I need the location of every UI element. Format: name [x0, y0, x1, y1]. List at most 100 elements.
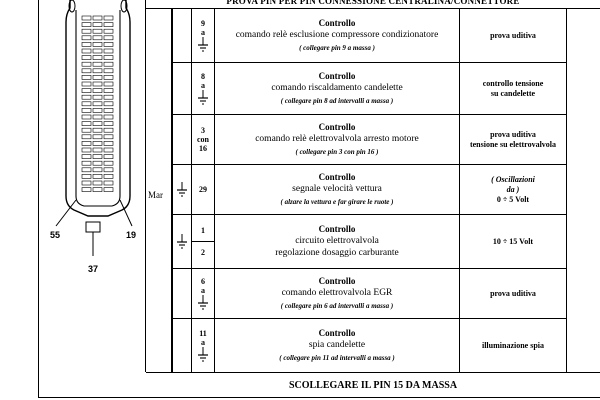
pin-number: a — [201, 285, 205, 295]
pin-label-37: 37 — [88, 264, 99, 274]
connector-pin — [92, 81, 103, 87]
control-description: comando relè esclusione compressore cond… — [235, 30, 439, 40]
footer-instruction: SCOLLEGARE IL PIN 15 DA MASSA — [146, 372, 600, 398]
mar-label: Mar — [148, 190, 163, 200]
ground-cell — [172, 214, 192, 269]
connector-pin — [103, 68, 114, 74]
connector-pin — [103, 147, 114, 153]
connector-pin — [103, 134, 114, 140]
connector-pin — [92, 35, 103, 41]
connector-pin — [92, 141, 103, 146]
pin-ground-icon — [198, 346, 208, 361]
connector-pin — [81, 42, 92, 47]
connector-pin — [103, 154, 114, 159]
connector-pin — [81, 147, 92, 153]
connector-pin — [81, 94, 92, 100]
control-description: comando riscaldamento candelette — [271, 83, 403, 93]
connector-diagram: 55 19 37 — [38, 0, 146, 372]
pin-number: 6 — [201, 276, 205, 286]
control-note: ( collegare pin 11 ad intervalli a massa… — [279, 354, 395, 362]
mar-column — [146, 8, 172, 372]
connector-pin — [103, 61, 114, 67]
connector-pin — [92, 160, 103, 166]
connector-pin — [92, 48, 103, 54]
control-title: Controllo — [318, 172, 356, 182]
control-note: ( collegare pin 3 con pin 16 ) — [295, 148, 379, 156]
connector-pin — [92, 121, 103, 126]
connector-pin — [81, 108, 92, 113]
connector-pin — [92, 15, 103, 21]
result-text: prova uditiva — [490, 30, 536, 40]
connector-pin — [103, 114, 114, 120]
connector-pin — [92, 114, 103, 120]
connector-pin — [103, 15, 114, 21]
result-text: 10 ÷ 15 Volt — [492, 236, 534, 246]
connector-pin — [103, 187, 114, 192]
connector-pin — [92, 94, 103, 100]
connector-pin — [103, 101, 114, 107]
connector-pin — [92, 167, 103, 173]
connector-pin — [92, 55, 103, 60]
connector-pin — [81, 61, 92, 67]
connector-pin — [81, 154, 92, 159]
connector-pin — [103, 81, 114, 87]
ground-cell — [172, 114, 192, 165]
connector-pin — [92, 127, 103, 133]
control-note: ( collegare pin 8 ad intervalli a massa … — [280, 97, 394, 105]
result-cell: illuminazione spia — [459, 318, 567, 373]
connector-pin — [81, 88, 92, 93]
connector-pin — [81, 134, 92, 140]
connector-pin — [81, 114, 92, 120]
pin-number: a — [201, 27, 205, 37]
connector-pin — [81, 101, 92, 107]
result-cell: prova uditiva — [459, 268, 567, 319]
result-cell: 10 ÷ 15 Volt — [459, 214, 567, 269]
connector-pin — [81, 127, 92, 133]
connector-pin — [92, 108, 103, 113]
control-description: comando elettrovalvola EGR — [281, 288, 393, 298]
pin-ground-icon — [198, 36, 208, 51]
connector-pin — [92, 42, 103, 47]
pin-number: 2 — [201, 248, 205, 257]
connector-pin — [103, 55, 114, 60]
connector-pin — [92, 147, 103, 153]
control-description: circuito elettrovalvola — [295, 236, 379, 246]
result-text: illuminazione spia — [481, 340, 544, 350]
result-text: 0 ÷ 5 Volt — [496, 194, 530, 204]
connector-pin — [81, 167, 92, 173]
connector-pin — [103, 75, 114, 80]
connector-pin — [103, 22, 114, 27]
connector-pin — [81, 121, 92, 126]
pin-cell: 29 — [191, 164, 215, 215]
pin-number: 11 — [199, 328, 207, 338]
result-text: su candelette — [490, 88, 536, 98]
pin-ground-icon — [198, 294, 208, 309]
result-cell: prova uditiva — [459, 8, 567, 63]
pin-number: a — [201, 337, 205, 347]
connector-pin — [81, 68, 92, 74]
control-title: Controllo — [318, 276, 356, 286]
connector-pin — [92, 75, 103, 80]
ground-cell — [172, 318, 192, 373]
connector-pin — [81, 35, 92, 41]
connector-pin — [103, 174, 114, 179]
ground-symbol-icon — [177, 233, 187, 248]
connector-pin — [92, 187, 103, 192]
control-title: Controllo — [318, 328, 356, 338]
pin-label-19: 19 — [126, 230, 137, 240]
connector-pin — [103, 127, 114, 133]
